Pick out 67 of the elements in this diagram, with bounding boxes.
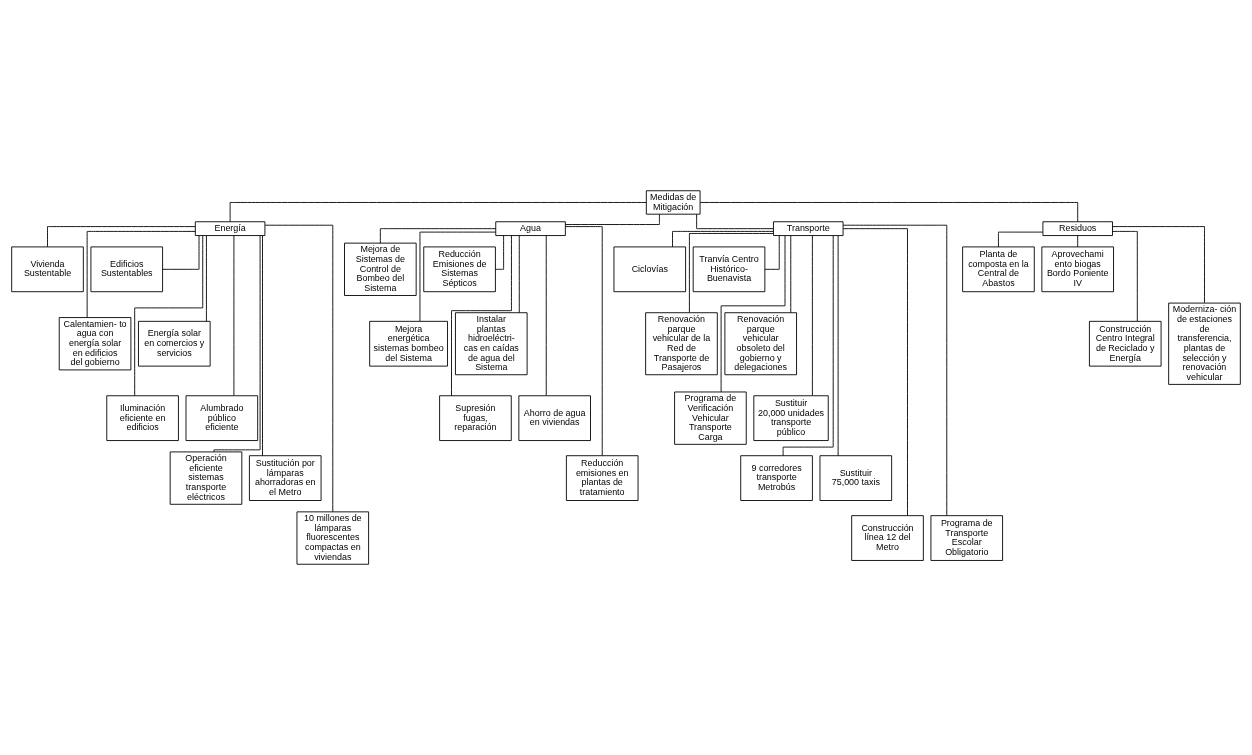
node-box: Medidas de Mitigación [645,190,701,215]
connector [233,235,235,396]
node-box: Agua [495,221,566,236]
node-box: Renovación parque vehicular de la Red de Transporte de Pasajeros [645,312,718,376]
connector [842,224,948,516]
connector [1112,226,1205,304]
node-box: Iluminación eficiente en edificios [106,395,179,441]
connector [86,230,196,318]
connector [790,235,792,314]
node-box: Supresión fugas, reparación [439,395,512,441]
node-box: Aprovechami ento biogas Bordo Poniente IV [1041,246,1114,293]
node-box: Ahorro de agua en viviendas [518,395,591,441]
node-box: Transporte [773,221,844,236]
node-box: 10 millones de lámparas fluorescentes compactas en viviendas [296,511,370,565]
connector [565,226,603,456]
connector [162,235,200,270]
node-box: Ciclovías [613,246,687,293]
connector [1112,230,1138,322]
connector [837,235,839,456]
connector [688,233,774,313]
connector [782,235,834,456]
connector [419,231,496,322]
node-box: Programa de Transporte Escolar Obligatorio [930,515,1004,561]
connector [696,213,774,230]
node-box: Reducción emisiones en plantas de tratamiento [565,455,639,501]
node-box: Reducción Emisiones de Sistemas Sépticos [423,246,496,293]
connector [811,235,813,396]
connector [1077,235,1079,248]
connector [495,235,505,270]
node-box: Alumbrado público eficiente [185,395,259,441]
node-box: Residuos [1042,221,1113,236]
node-box: Programa de Verificación Vehicular Transporte Carga [674,391,747,445]
connector [47,226,196,248]
node-box: Planta de composta en la Central de Abastos [962,246,1035,293]
node-box: Instalar plantas hidroeléctri- cas en caídas de agua del Sistema [455,312,528,376]
node-box: Renovación parque vehicular obsoleto del gobierno y delegaciones [724,312,797,376]
node-box: Operación eficiente sistemas transporte eléctricos [169,451,243,505]
node-box: 9 corredores transporte Metrobús [740,455,813,501]
connector [206,235,207,322]
connector [545,235,547,396]
node-box: Mejora de Sistemas de Control de Bombeo del Sistema [344,242,417,296]
connector [213,235,261,453]
node-box: Construcción Centro Integral de Reciclado y Energía [1088,320,1162,367]
connector [451,235,512,397]
node-box: Energía solar en comercios y servicios [138,320,211,367]
connector [672,230,774,248]
node-box: Calentamien- to agua con energía solar en edificios del gobierno [58,317,132,371]
connector [229,202,647,222]
connector [264,224,334,513]
node-box: Mejora energética sistemas bombeo del Sistema [369,320,448,367]
node-box: Construcción línea 12 del Metro [851,515,924,561]
connector [720,235,786,393]
connector [564,213,660,225]
node-box: Edificios Sustentables [90,246,164,293]
connector [842,228,908,516]
node-box: Sustituir 20,000 unidades transporte público [753,395,829,441]
connector [699,202,1079,222]
node-box: Moderniza- ción de estaciones de transferencia, plantas de selección y renovación vehicular [1168,302,1241,385]
connector [134,235,204,397]
node-box: Tranvía Centro Histórico- Buenavista [692,246,766,293]
node-box: Sustitución por lámparas ahorradoras en el Metro [248,455,322,501]
node-box: Energía [194,221,266,236]
connector [764,235,780,270]
node-box: Vivienda Sustentable [11,246,84,293]
connector [518,235,520,314]
connector [262,235,263,456]
node-box: Sustituir 75,000 taxis [819,455,893,501]
